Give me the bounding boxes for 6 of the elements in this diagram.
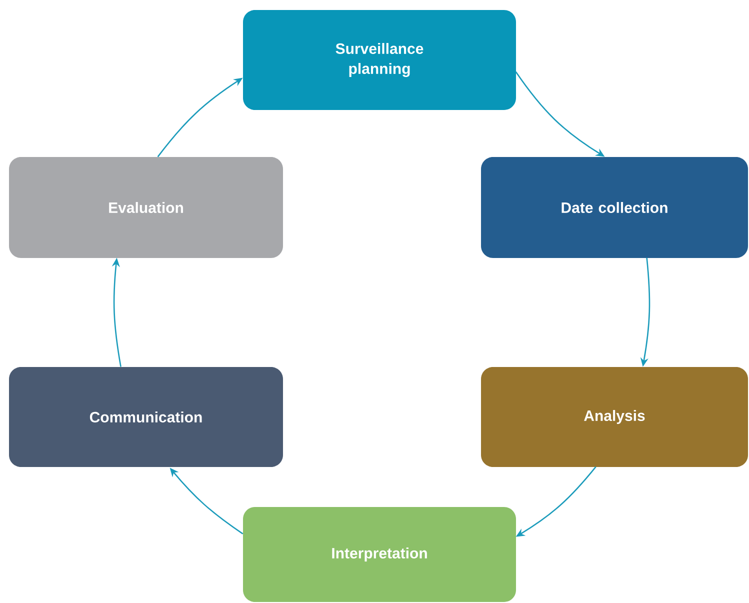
process-box: Interpretation <box>243 507 516 602</box>
process-box: Analysis <box>481 367 748 467</box>
process-box: Surveillance planning <box>243 10 516 110</box>
process-box: Evaluation <box>9 157 283 258</box>
process-box: Date collection <box>481 157 748 258</box>
process-box: Communication <box>9 367 283 467</box>
